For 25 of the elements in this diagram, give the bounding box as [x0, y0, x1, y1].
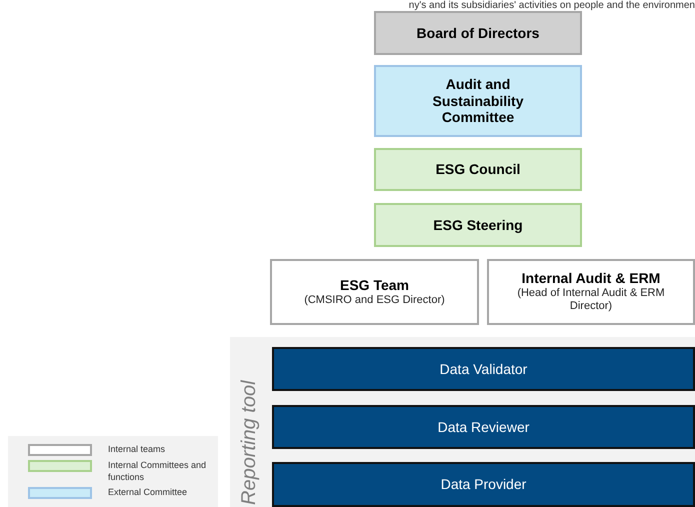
role-bar — [272, 347, 695, 391]
tool-band — [230, 337, 695, 507]
committee-box — [374, 148, 582, 191]
legend-label: Internal teams — [108, 443, 166, 455]
node-title: Audit and Sustainability Committee — [431, 76, 525, 126]
legend-label: Internal Committees and functions — [108, 459, 208, 483]
node-title: ESG Council — [436, 161, 520, 178]
node-title: Internal Audit & ERM — [522, 270, 660, 287]
node-title: ESG Team — [340, 276, 409, 294]
node-title: Data Provider — [440, 476, 526, 493]
board-box — [374, 11, 582, 55]
committee-box — [374, 203, 582, 247]
team-box — [487, 259, 695, 325]
role-bar — [272, 405, 695, 449]
band-title: Reporting tool — [237, 379, 261, 505]
role-bar — [272, 462, 695, 507]
node-title: Data Reviewer — [438, 418, 530, 436]
node-subtitle: (Head of Internal Audit & ERM Director) — [516, 286, 666, 314]
node-subtitle: (CMSIRO and ESG Director) — [304, 294, 445, 308]
node-title: Data Validator — [440, 360, 528, 378]
team-box — [270, 259, 479, 325]
committee-box — [374, 65, 582, 137]
node-title: ESG Steering — [433, 216, 523, 234]
legend-label: External Committee — [108, 486, 188, 498]
node-title: Board of Directors — [416, 24, 540, 42]
